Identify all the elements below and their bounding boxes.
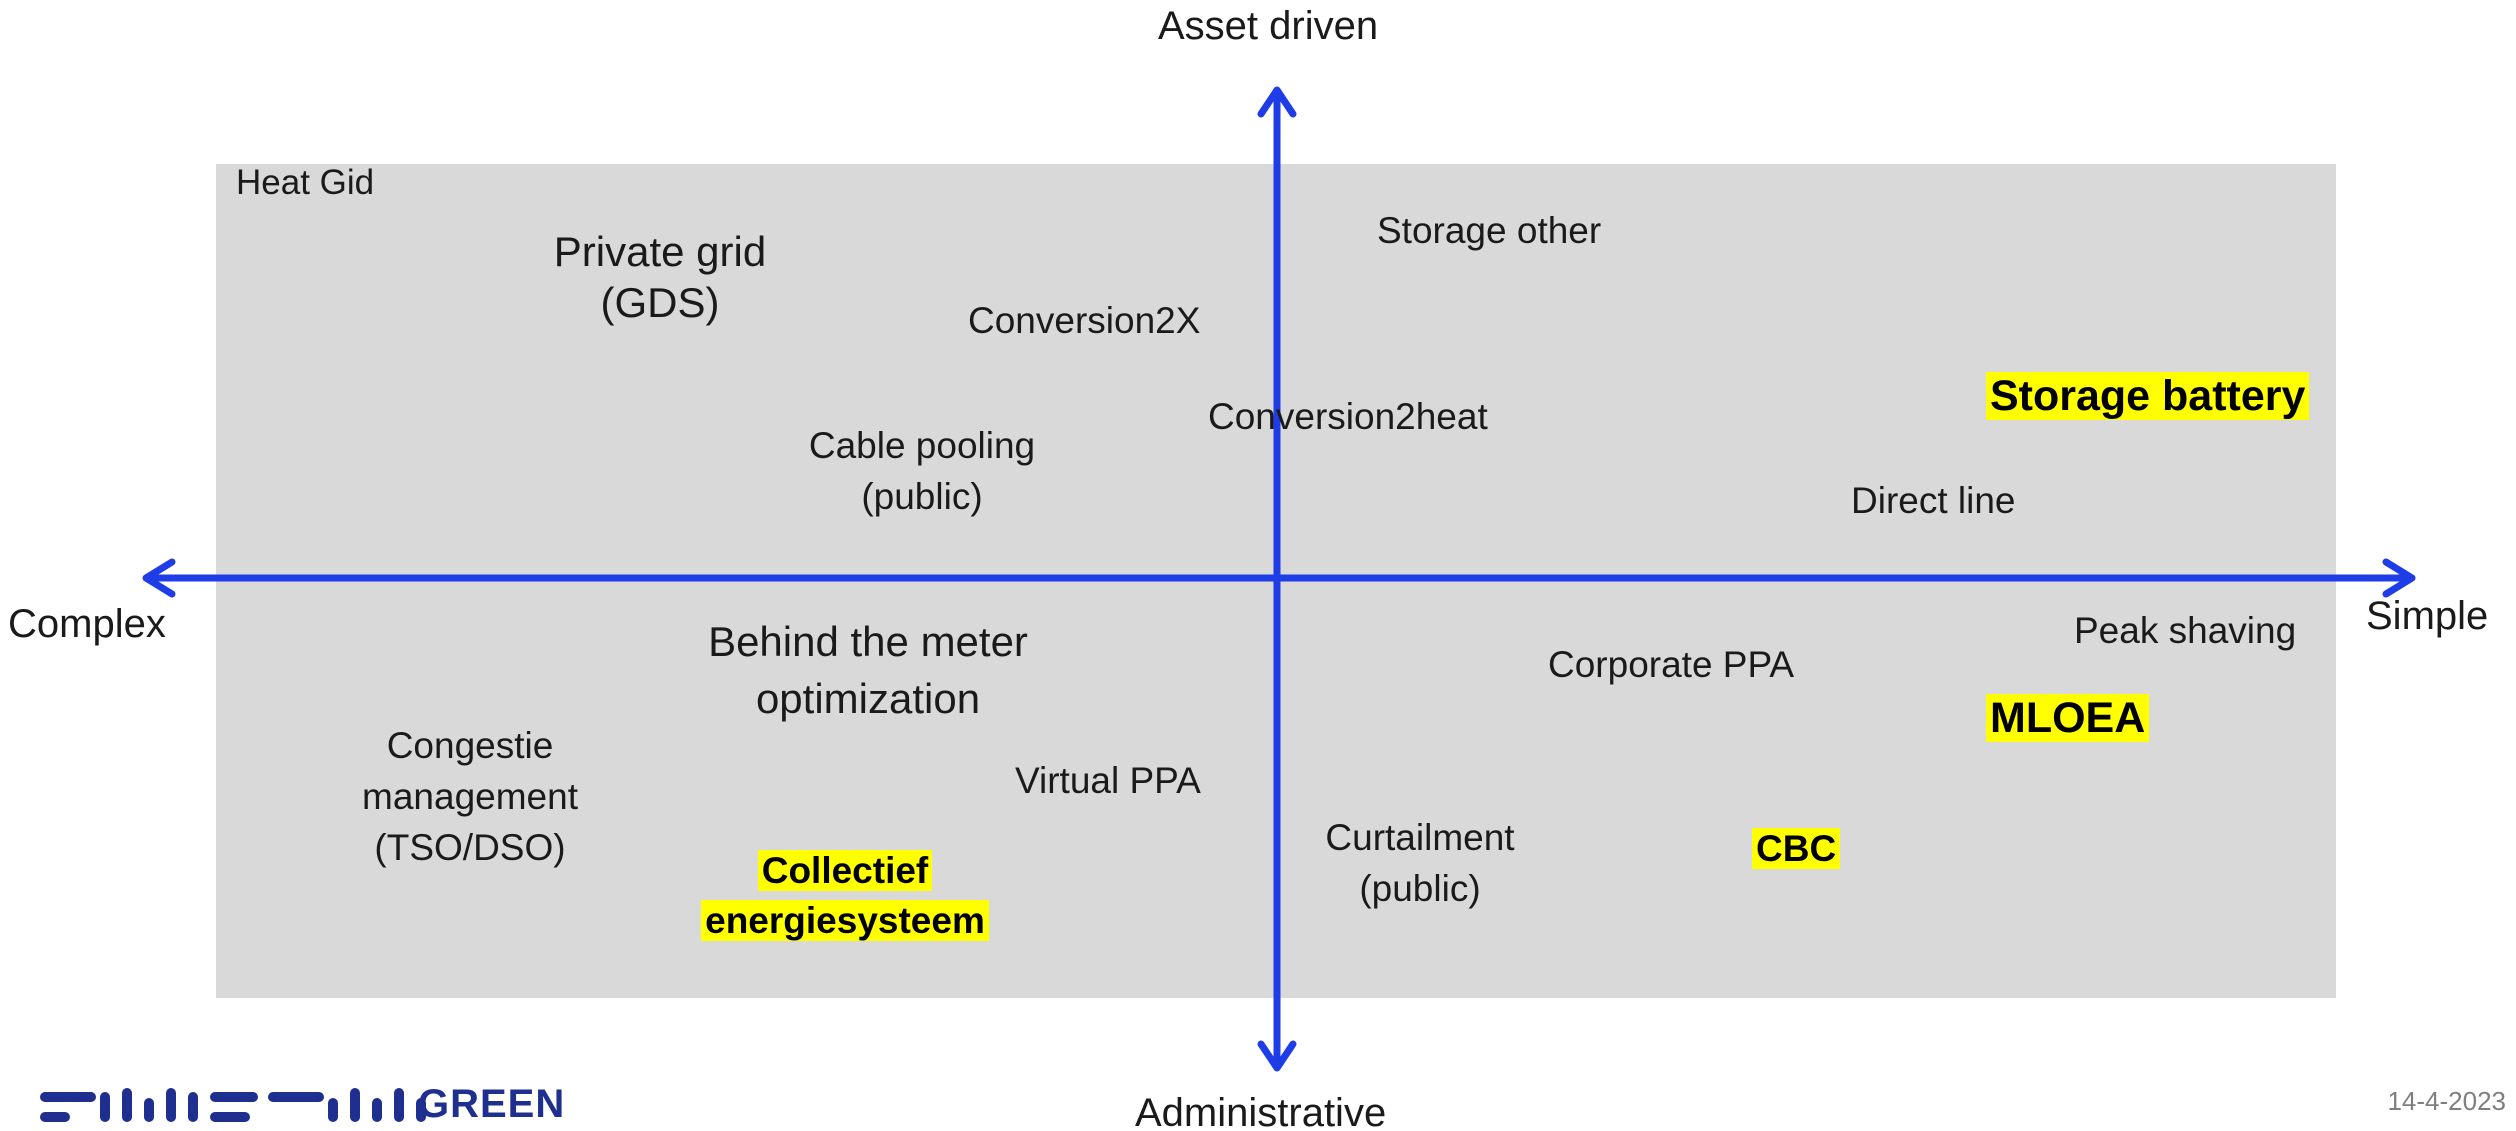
left-arrowhead [142,558,176,598]
item-direct-line: Direct line [1851,480,2016,521]
axis-label-bottom: Administrative [1135,1091,1387,1131]
item-cbc: CBC [1752,826,1841,871]
item-collectief-energiesysteem: Collectief energiesysteem [700,846,990,946]
axis-label-top: Asset driven [1158,4,1379,48]
item-mloea: MLOEA [1986,692,2150,744]
item-private-grid: Private grid (GDS) [530,226,790,328]
item-behind-the-meter: Behind the meter optimization [662,614,1074,727]
item-virtual-ppa: Virtual PPA [1015,760,1201,801]
item-heat-gid: Heat Gid [236,163,375,202]
top-arrowhead [1257,86,1297,118]
item-congestie: Congestie management (TSO/DSO) [330,720,610,873]
item-behind-the-meter-line2: optimization [755,674,981,722]
item-curtailment: Curtailment (public) [1290,812,1550,914]
brand-name: GREEN [418,1082,566,1126]
item-collectief-line2: energiesysteem [701,899,989,941]
item-corporate-ppa: Corporate PPA [1548,644,1795,685]
item-congestie-line3: (TSO/DSO) [374,827,566,869]
axis-label-left: Complex [8,602,166,646]
item-private-grid-line1: Private grid [553,228,767,275]
slide-date: 14-4-2023 [2387,1086,2506,1116]
item-cbc-label: CBC [1752,828,1841,869]
item-cable-pooling: Cable pooling (public) [782,420,1062,522]
item-behind-the-meter-line1: Behind the meter [708,618,1028,665]
item-cable-pooling-line1: Cable pooling [808,425,1036,466]
item-storage-other: Storage other [1377,210,1602,251]
item-collectief-line1: Collectief [757,850,933,891]
item-cable-pooling-line2: (public) [861,476,983,518]
item-peak-shaving: Peak shaving [2074,610,2297,651]
item-conversion2heat: Conversion2heat [1208,396,1488,437]
item-congestie-line1: Congestie [386,725,554,766]
item-conversion2x: Conversion2X [968,300,1201,341]
item-curtailment-line2: (public) [1359,868,1481,910]
bottom-arrowhead [1257,1040,1297,1072]
item-storage-battery-label: Storage battery [1986,372,2310,420]
brand-logo-icon [40,1088,426,1122]
item-curtailment-line1: Curtailment [1325,817,1515,858]
item-congestie-line2: management [362,776,578,818]
item-mloea-label: MLOEA [1986,694,2150,742]
right-arrowhead [2382,558,2416,598]
item-storage-battery: Storage battery [1986,370,2310,422]
axis-label-right: Simple [2366,594,2489,638]
item-private-grid-line2: (GDS) [600,279,720,327]
